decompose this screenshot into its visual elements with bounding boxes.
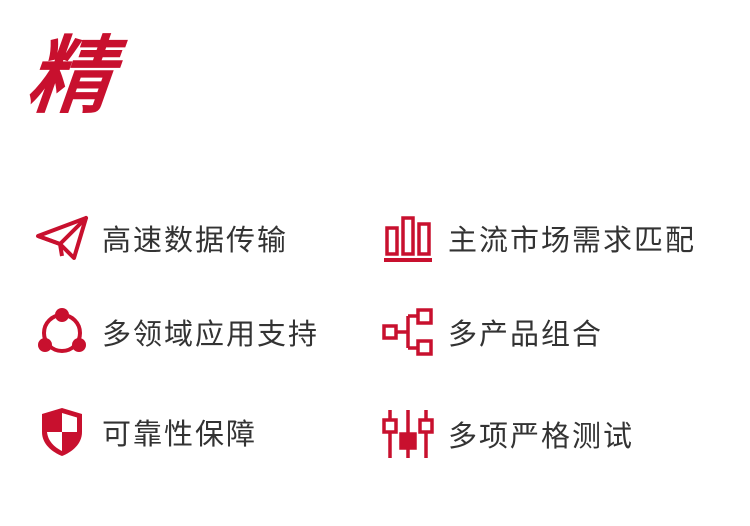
feature-market-match: 主流市场需求匹配	[380, 210, 696, 266]
feature-label: 可靠性保障	[102, 417, 258, 451]
feature-label: 多项严格测试	[448, 419, 635, 453]
share-network-icon	[34, 304, 90, 360]
feature-strict-testing: 多项严格测试	[380, 406, 634, 462]
feature-label: 高速数据传输	[102, 223, 289, 257]
brand-character: 精	[22, 26, 118, 125]
bar-chart-icon	[380, 210, 436, 266]
feature-label: 主流市场需求匹配	[448, 223, 697, 257]
feature-multi-domain: 多领域应用支持	[34, 304, 319, 360]
feature-high-speed-transfer: 高速数据传输	[34, 210, 288, 266]
feature-product-combination: 多产品组合	[380, 304, 603, 360]
feature-label: 多领域应用支持	[102, 317, 320, 351]
product-combination-icon	[380, 304, 436, 360]
paper-plane-icon	[34, 210, 90, 266]
feature-reliability: 可靠性保障	[34, 404, 257, 460]
feature-label: 多产品组合	[448, 317, 604, 351]
test-sliders-icon	[380, 406, 436, 462]
shield-icon	[34, 404, 90, 460]
